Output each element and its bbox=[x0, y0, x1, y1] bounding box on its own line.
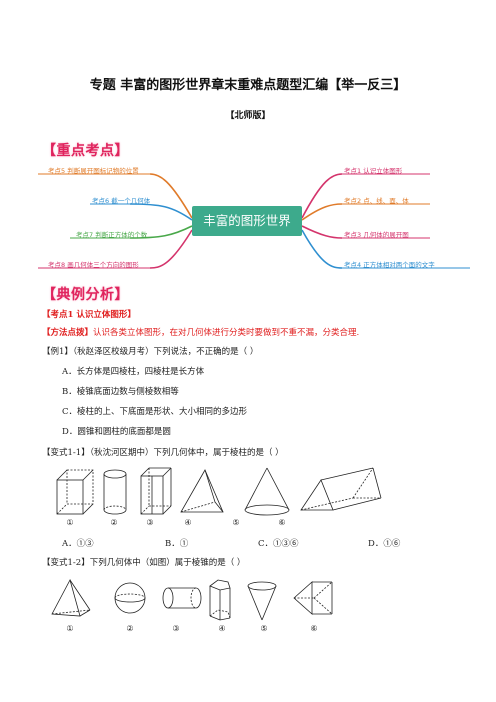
figure-2-label-6: ⑥ bbox=[310, 624, 318, 633]
sphere-figure bbox=[114, 582, 146, 614]
variant-1-1-line: 【变式1-1】（秋沈河区期中）下列几何体中，属于棱柱的是（ ） bbox=[42, 447, 284, 459]
figure-2-label-5: ⑤ bbox=[260, 624, 268, 633]
variant-1-2-line: 【变式1-2】下列几何体中（如图）属于棱锥的是（ ） bbox=[42, 557, 245, 569]
section-banner-focus: 【重点考点】 bbox=[42, 143, 129, 159]
variant-1-2-figures bbox=[51, 578, 333, 621]
cylinder-figure bbox=[103, 469, 127, 515]
figure-label-4: ④ bbox=[184, 518, 192, 527]
figure-2-label-4: ④ bbox=[218, 624, 226, 633]
variant-1-1-option-b: B．① bbox=[165, 539, 189, 549]
method-line: 【方法点拨】认识各类立体图形，在对几何体进行分类时要做到不重不漏，分类合理. bbox=[42, 327, 359, 339]
variant-1-1-text: （秋沈河区期中）下列几何体中，属于棱柱的是（ ） bbox=[89, 448, 284, 458]
example-1-option-c: C．棱柱的上、下底面是形状、大小相同的多边形 bbox=[62, 407, 248, 417]
figure-label-6: ⑥ bbox=[278, 518, 286, 527]
method-tag: 【方法点拨】 bbox=[42, 328, 94, 338]
mindmap-connectors bbox=[38, 173, 470, 269]
prism-figure bbox=[140, 467, 172, 515]
horizontal-cylinder-figure bbox=[162, 587, 202, 609]
example-1-label: 【例1】 bbox=[42, 347, 73, 357]
variant-1-1-label: 【变式1-1】 bbox=[42, 448, 90, 458]
cone-figure bbox=[244, 467, 290, 516]
mindmap-node-right-1: 考点1 认识立体图形 bbox=[344, 167, 403, 175]
method-text: 认识各类立体图形，在对几何体进行分类时要做到不重不漏，分类合理. bbox=[93, 328, 360, 338]
figure-2-label-2: ② bbox=[126, 624, 134, 633]
inverted-cone-figure bbox=[247, 581, 277, 621]
cube-figure bbox=[56, 469, 94, 515]
example-1-text: （秋赵泽区校级月考）下列说法，不正确的是（ ） bbox=[72, 347, 259, 357]
mindmap-node-right-3: 考点3 几何体的展开图 bbox=[344, 231, 409, 239]
mindmap-node-right-4: 考点4 正方体相对两个面的文字 bbox=[344, 261, 435, 269]
figure-label-2: ② bbox=[110, 518, 118, 527]
mindmap-node-right-2: 考点2 点、线、面、体 bbox=[344, 197, 409, 205]
figure-label-5: ⑤ bbox=[232, 518, 240, 527]
variant-1-1-figures bbox=[56, 467, 382, 516]
pyramid-figure bbox=[180, 469, 224, 513]
edition-label: 【北师版】 bbox=[225, 111, 271, 121]
example-1-option-a: A．长方体是四棱柱，四棱柱是长方体 bbox=[62, 367, 205, 377]
figure-label-3: ③ bbox=[146, 518, 154, 527]
example-1-option-b: B．棱锥底面边数与侧棱数相等 bbox=[62, 387, 179, 397]
mindmap-node-left-4: 考点8 画几何体三个方向的图形 bbox=[48, 261, 139, 269]
triangular-prism-figure-2 bbox=[293, 581, 333, 615]
section-banner-examples: 【典例分析】 bbox=[42, 287, 129, 303]
triangular-prism-figure bbox=[300, 467, 382, 511]
mindmap-node-left-3: 考点7 判断正方体的个数 bbox=[76, 231, 148, 239]
mindmap-node-left-1: 考点5 判断展开图标记物的位置 bbox=[48, 167, 139, 175]
pentagonal-prism-figure bbox=[209, 579, 231, 621]
figure-label-1: ① bbox=[66, 518, 74, 527]
variant-1-2-text: 下列几何体中（如图）属于棱锥的是（ ） bbox=[89, 558, 246, 568]
mindmap-node-left-2: 考点6 截一个几何体 bbox=[92, 197, 151, 205]
topic-heading: 【考点1 认识立体图形】 bbox=[42, 310, 136, 320]
figure-2-label-3: ③ bbox=[172, 624, 180, 633]
example-1-line: 【例1】（秋赵泽区校级月考）下列说法，不正确的是（ ） bbox=[42, 346, 258, 358]
variant-1-1-option-d: D．①⑥ bbox=[368, 539, 401, 549]
example-1-option-d: D．圆锥和圆柱的底面都是圆 bbox=[62, 427, 171, 437]
variant-1-2-label: 【变式1-2】 bbox=[42, 558, 90, 568]
page-title: 专题 丰富的图形世界章末重难点题型汇编【举一反三】 bbox=[89, 78, 407, 93]
mindmap-center: 丰富的图形世界 bbox=[192, 206, 302, 236]
figure-2-label-1: ① bbox=[66, 624, 74, 633]
variant-1-1-option-c: C．①③⑥ bbox=[258, 539, 299, 549]
pyramid-figure-2 bbox=[51, 578, 91, 617]
variant-1-1-option-a: A．①③ bbox=[62, 539, 94, 549]
